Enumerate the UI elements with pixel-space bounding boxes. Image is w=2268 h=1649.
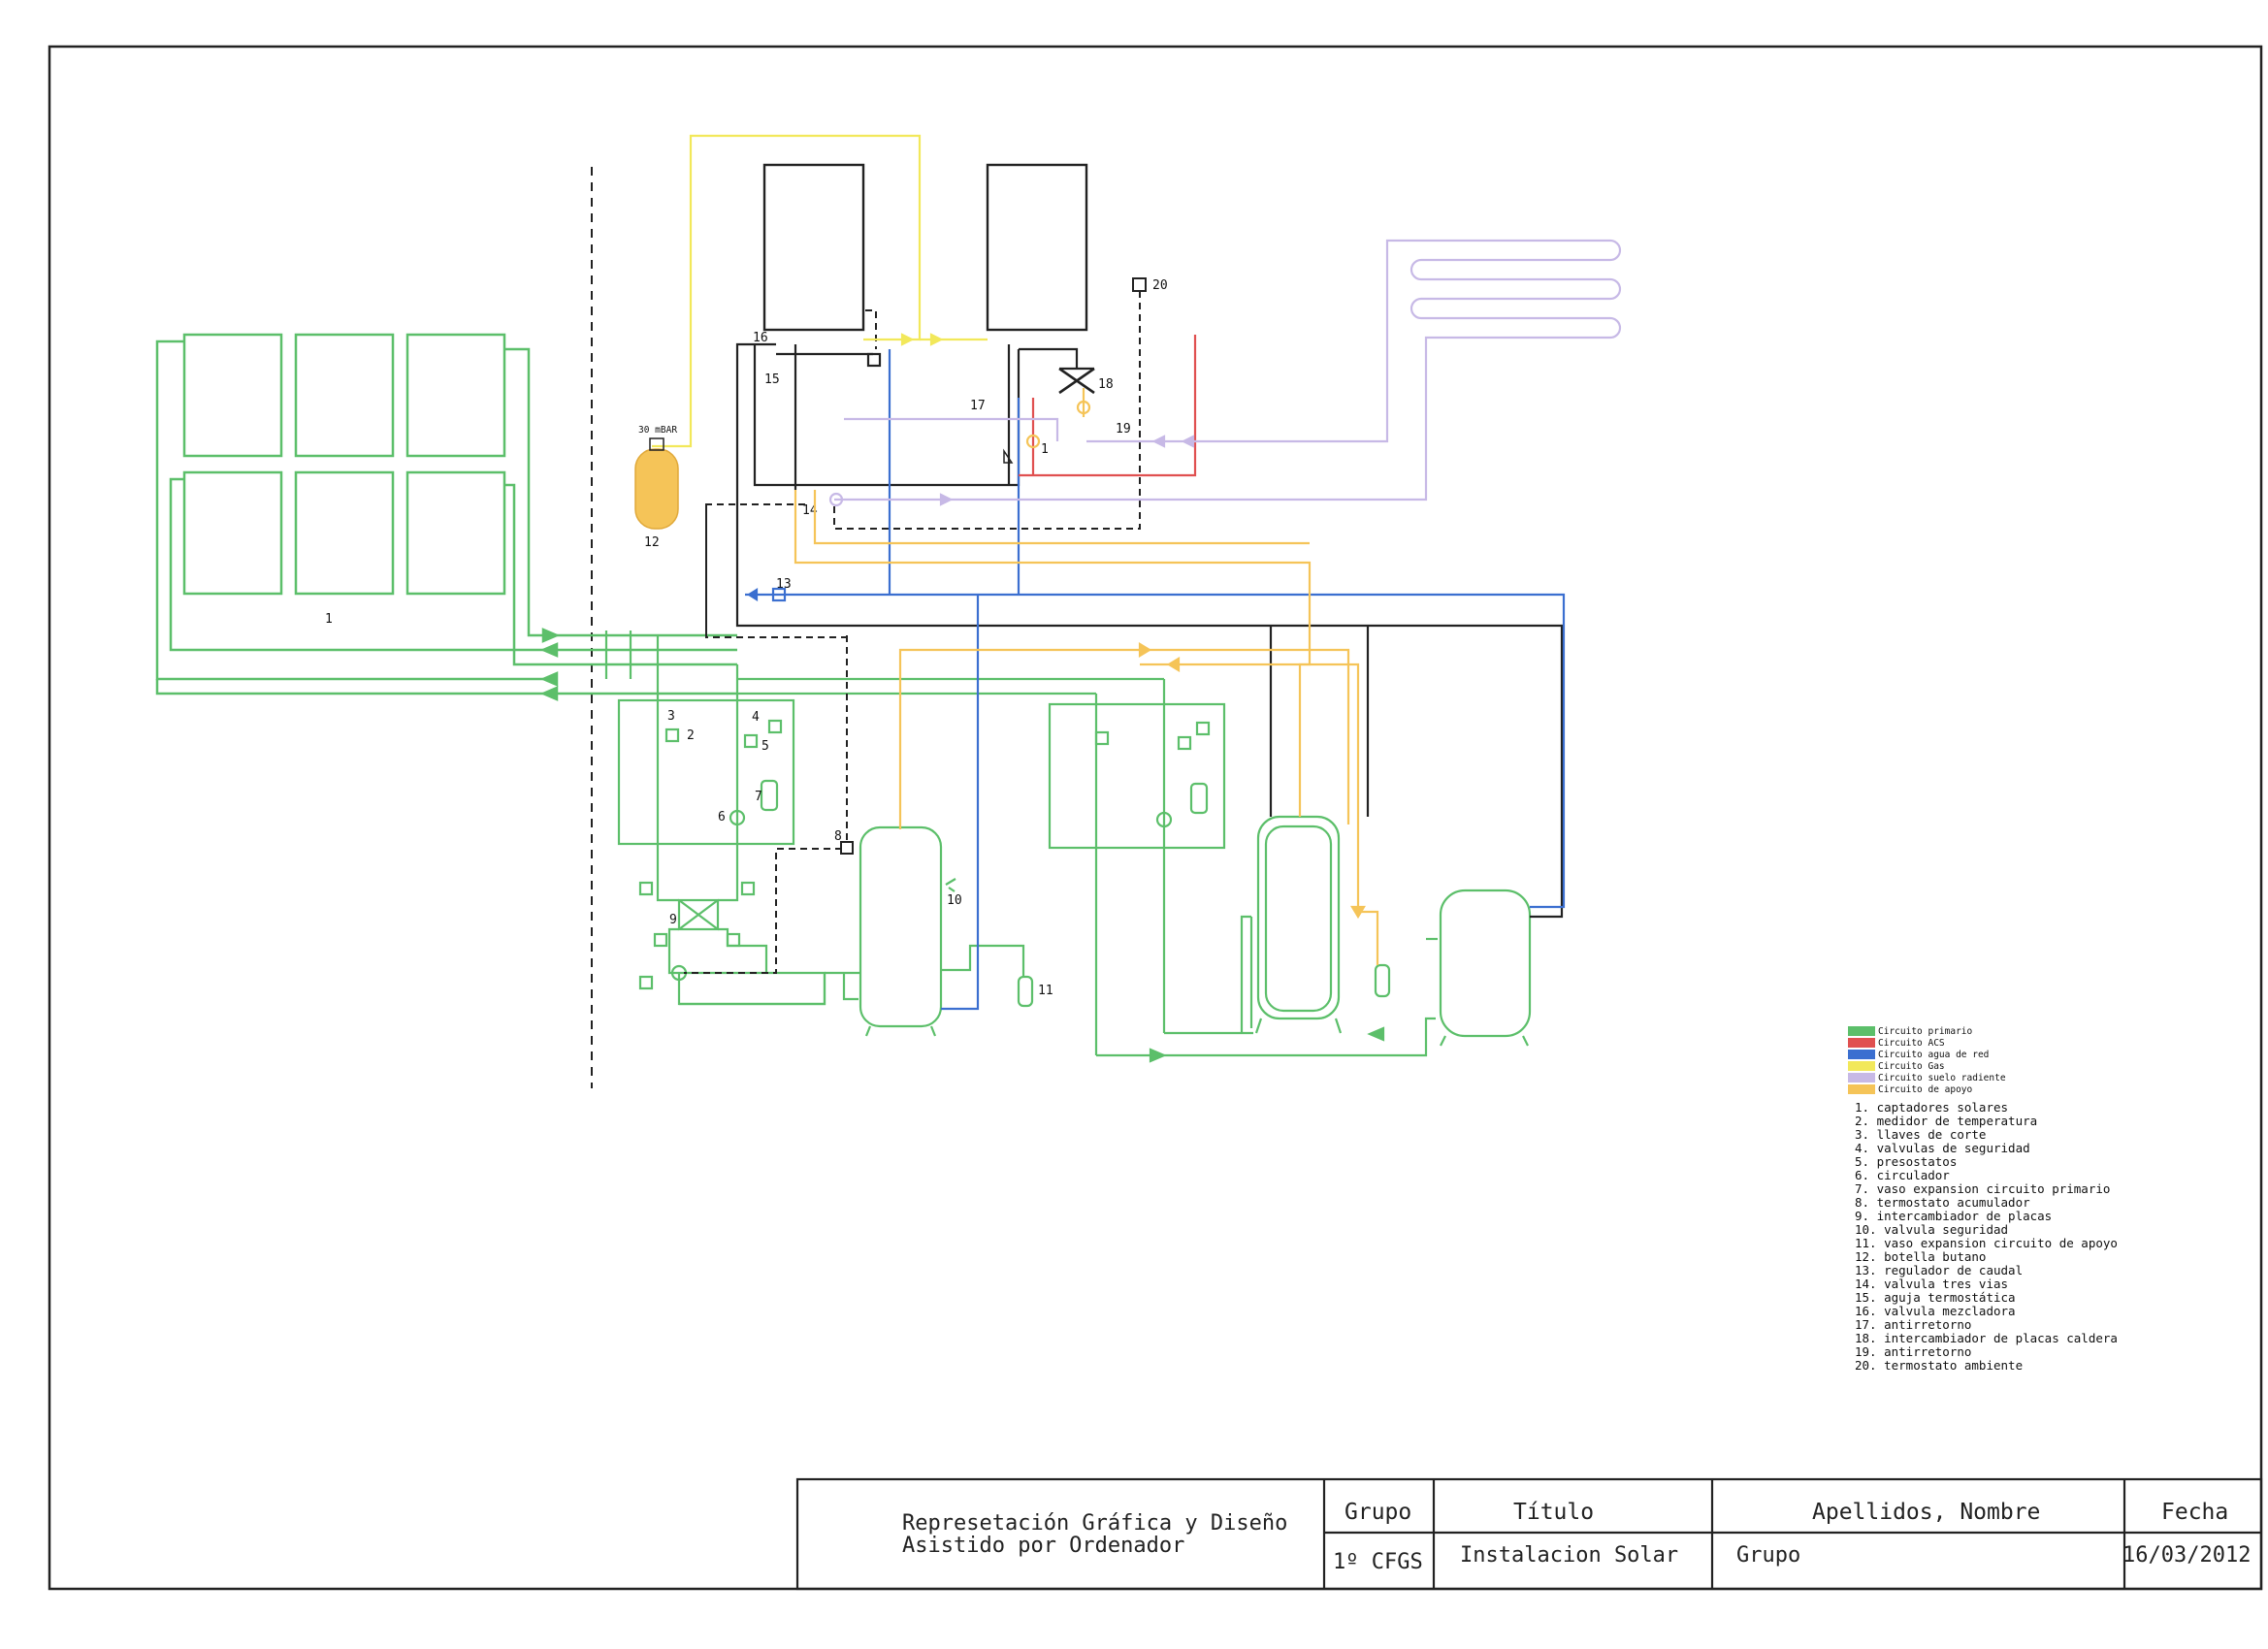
legend-swatch-floor [1848, 1073, 1875, 1083]
legend-item: 12. botella butano [1855, 1249, 1986, 1264]
label-8: 8 [834, 829, 842, 844]
legend-item: 14. valvula tres vias [1855, 1277, 2008, 1291]
label-6: 6 [718, 810, 726, 824]
primary-group-left [604, 630, 826, 1006]
legend-circuits: Circuito primario Circuito ACS Circuito … [1848, 1026, 2006, 1095]
legend-item: 11. vaso expansion circuito de apoyo [1855, 1236, 2118, 1250]
fecha-value: 16/03/2012 [2122, 1543, 2251, 1568]
label-19: 19 [1116, 422, 1131, 436]
legend-swatch-gas [1848, 1061, 1875, 1071]
butane-valve [649, 437, 664, 451]
grupo-header: Grupo [1345, 1500, 1411, 1525]
label-9: 9 [669, 913, 677, 927]
control-wiring [684, 291, 1141, 974]
legend-circuit-label: Circuito primario [1878, 1026, 1973, 1037]
nombre-value: Grupo [1736, 1543, 1800, 1568]
legend-item: 20. termostato ambiente [1855, 1358, 2023, 1373]
legend-item: 8. termostato acumulador [1855, 1195, 2030, 1210]
legend-item: 7. vaso expansion circuito primario [1855, 1181, 2110, 1196]
legend-item: 4. valvulas de seguridad [1855, 1141, 2030, 1155]
label-20: 20 [1152, 278, 1168, 293]
legend-swatch-water [1848, 1050, 1875, 1059]
solar-tank [825, 825, 1034, 1037]
label-14: 14 [802, 503, 818, 518]
label-10: 10 [947, 893, 962, 908]
legend-items: 1. captadores solares 2. medidor de temp… [1855, 1100, 2118, 1373]
label-2: 2 [687, 728, 695, 743]
label-7: 7 [755, 790, 762, 804]
legend-item: 5. presostatos [1855, 1154, 1957, 1169]
support-tank [1249, 815, 1391, 1034]
legend-swatch-acs [1848, 1038, 1875, 1048]
label-1b: 1 [1041, 442, 1049, 457]
legend-circuit-label: Circuito de apoyo [1878, 1084, 1973, 1095]
legend-item: 9. intercambiador de placas [1855, 1209, 2052, 1223]
legend-item: 3. llaves de corte [1855, 1127, 1986, 1142]
label-11: 11 [1038, 984, 1053, 998]
legend-item: 17. antirretorno [1855, 1317, 1971, 1332]
gas-circuit [652, 134, 988, 448]
buffer-tank [1439, 889, 1532, 1047]
course-title-line2: Asistido por Ordenador [902, 1534, 1184, 1558]
butane-bottle [634, 448, 679, 530]
nombre-header: Apellidos, Nombre [1812, 1500, 2040, 1525]
thermostat-8 [840, 841, 854, 855]
legend-item: 2. medidor de temperatura [1855, 1114, 2037, 1128]
legend-item: 18. intercambiador de placas caldera [1855, 1331, 2118, 1345]
network-water-circuit [745, 349, 1566, 1011]
course-title-line1: Represetación Gráfica y Diseño [902, 1511, 1287, 1536]
label-5: 5 [761, 739, 769, 754]
label-15: 15 [764, 372, 780, 387]
primary-group-right [679, 677, 1438, 1063]
support-circuit [794, 388, 1379, 965]
label-17: 17 [970, 399, 986, 413]
control-loop [735, 342, 1564, 919]
floor-heating-circuit [828, 239, 1622, 507]
legend-circuit-label: Circuito Gas [1878, 1061, 1945, 1072]
legend-circuit-label: Circuito agua de red [1878, 1050, 1989, 1060]
legend-item: 16. valvula mezcladora [1855, 1304, 2016, 1318]
legend-item: 10. valvula seguridad [1855, 1222, 2008, 1237]
solar-collectors [155, 333, 737, 701]
legend-swatch-primary [1848, 1026, 1875, 1036]
legend-circuit-label: Circuito suelo radiente [1878, 1073, 2006, 1083]
legend-item: 1. captadores solares [1855, 1100, 2008, 1115]
title-block [795, 1477, 2263, 1591]
gas-pressure-label: 30 mBAR [638, 425, 677, 436]
boilers [762, 163, 1088, 332]
label-4: 4 [752, 710, 760, 725]
legend-item: 6. circulador [1855, 1168, 1950, 1182]
grupo-value: 1º CFGS [1333, 1550, 1423, 1574]
fecha-header: Fecha [2161, 1500, 2228, 1525]
room-thermostat-icon [1132, 277, 1147, 292]
label-18: 18 [1098, 377, 1114, 392]
label-1: 1 [325, 612, 333, 627]
legend-circuit-label: Circuito ACS [1878, 1038, 1945, 1049]
label-3: 3 [667, 709, 675, 724]
titulo-value: Instalacion Solar [1460, 1543, 1678, 1568]
titulo-header: Título [1513, 1500, 1594, 1525]
label-16: 16 [753, 331, 768, 345]
legend-swatch-support [1848, 1084, 1875, 1094]
label-12: 12 [644, 535, 660, 550]
legend-item: 13. regulador de caudal [1855, 1263, 2023, 1277]
legend-item: 19. antirretorno [1855, 1344, 1971, 1359]
legend-item: 15. aguja termostática [1855, 1290, 2016, 1305]
